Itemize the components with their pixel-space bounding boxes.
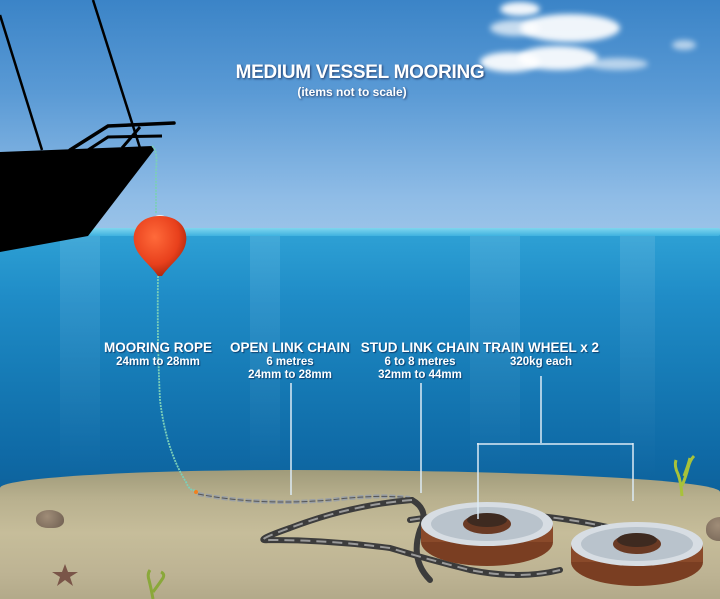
leader-line-train-wheel-bracket (477, 443, 633, 445)
leader-line-train-wheel-right (632, 443, 634, 501)
diagram-subtitle: (items not to scale) (297, 85, 407, 99)
leader-line-open-link-chain (290, 383, 292, 495)
label-stud-link-chain-size: 32mm to 44mm (378, 369, 462, 381)
light-ray (470, 232, 520, 482)
label-stud-link-chain-title: STUD LINK CHAIN (360, 340, 480, 355)
label-mooring-rope: MOORING ROPE 24mm to 28mm (104, 340, 212, 369)
light-ray (60, 232, 100, 482)
train-wheel-anchor (421, 502, 553, 566)
leader-line-stud-link-chain (420, 383, 422, 493)
label-open-link-chain-title: OPEN LINK CHAIN (229, 340, 351, 355)
label-open-link-chain: OPEN LINK CHAIN 6 metres 24mm to 28mm (230, 340, 350, 382)
water (0, 232, 720, 492)
leader-line-train-wheel-left (477, 443, 479, 519)
label-train-wheel: TRAIN WHEEL x 2 320kg each (483, 340, 599, 369)
label-train-wheel-weight: 320kg each (509, 356, 573, 368)
water-surface (0, 228, 720, 236)
label-open-link-chain-size: 24mm to 28mm (248, 369, 332, 381)
orange-mooring-buoy (133, 215, 187, 276)
label-stud-link-chain-length: 6 to 8 metres (384, 356, 456, 368)
train-wheel-anchor (571, 522, 703, 586)
rock (706, 517, 720, 541)
light-ray (250, 232, 280, 482)
label-mooring-rope-detail: 24mm to 28mm (116, 356, 200, 368)
light-ray (620, 232, 655, 482)
rock (36, 510, 64, 528)
label-mooring-rope-title: MOORING ROPE (103, 340, 213, 355)
boat-bow-silhouette (0, 0, 176, 252)
seaweed-icon (673, 454, 696, 497)
label-stud-link-chain: STUD LINK CHAIN 6 to 8 metres 32mm to 44… (361, 340, 480, 382)
starfish-icon (52, 564, 78, 586)
label-open-link-chain-length: 6 metres (266, 356, 314, 368)
leader-line-train-wheel (540, 376, 542, 443)
label-train-wheel-title: TRAIN WHEEL x 2 (482, 340, 600, 355)
seaweed-icon (146, 569, 166, 599)
diagram-title: MEDIUM VESSEL MOORING (235, 62, 485, 83)
